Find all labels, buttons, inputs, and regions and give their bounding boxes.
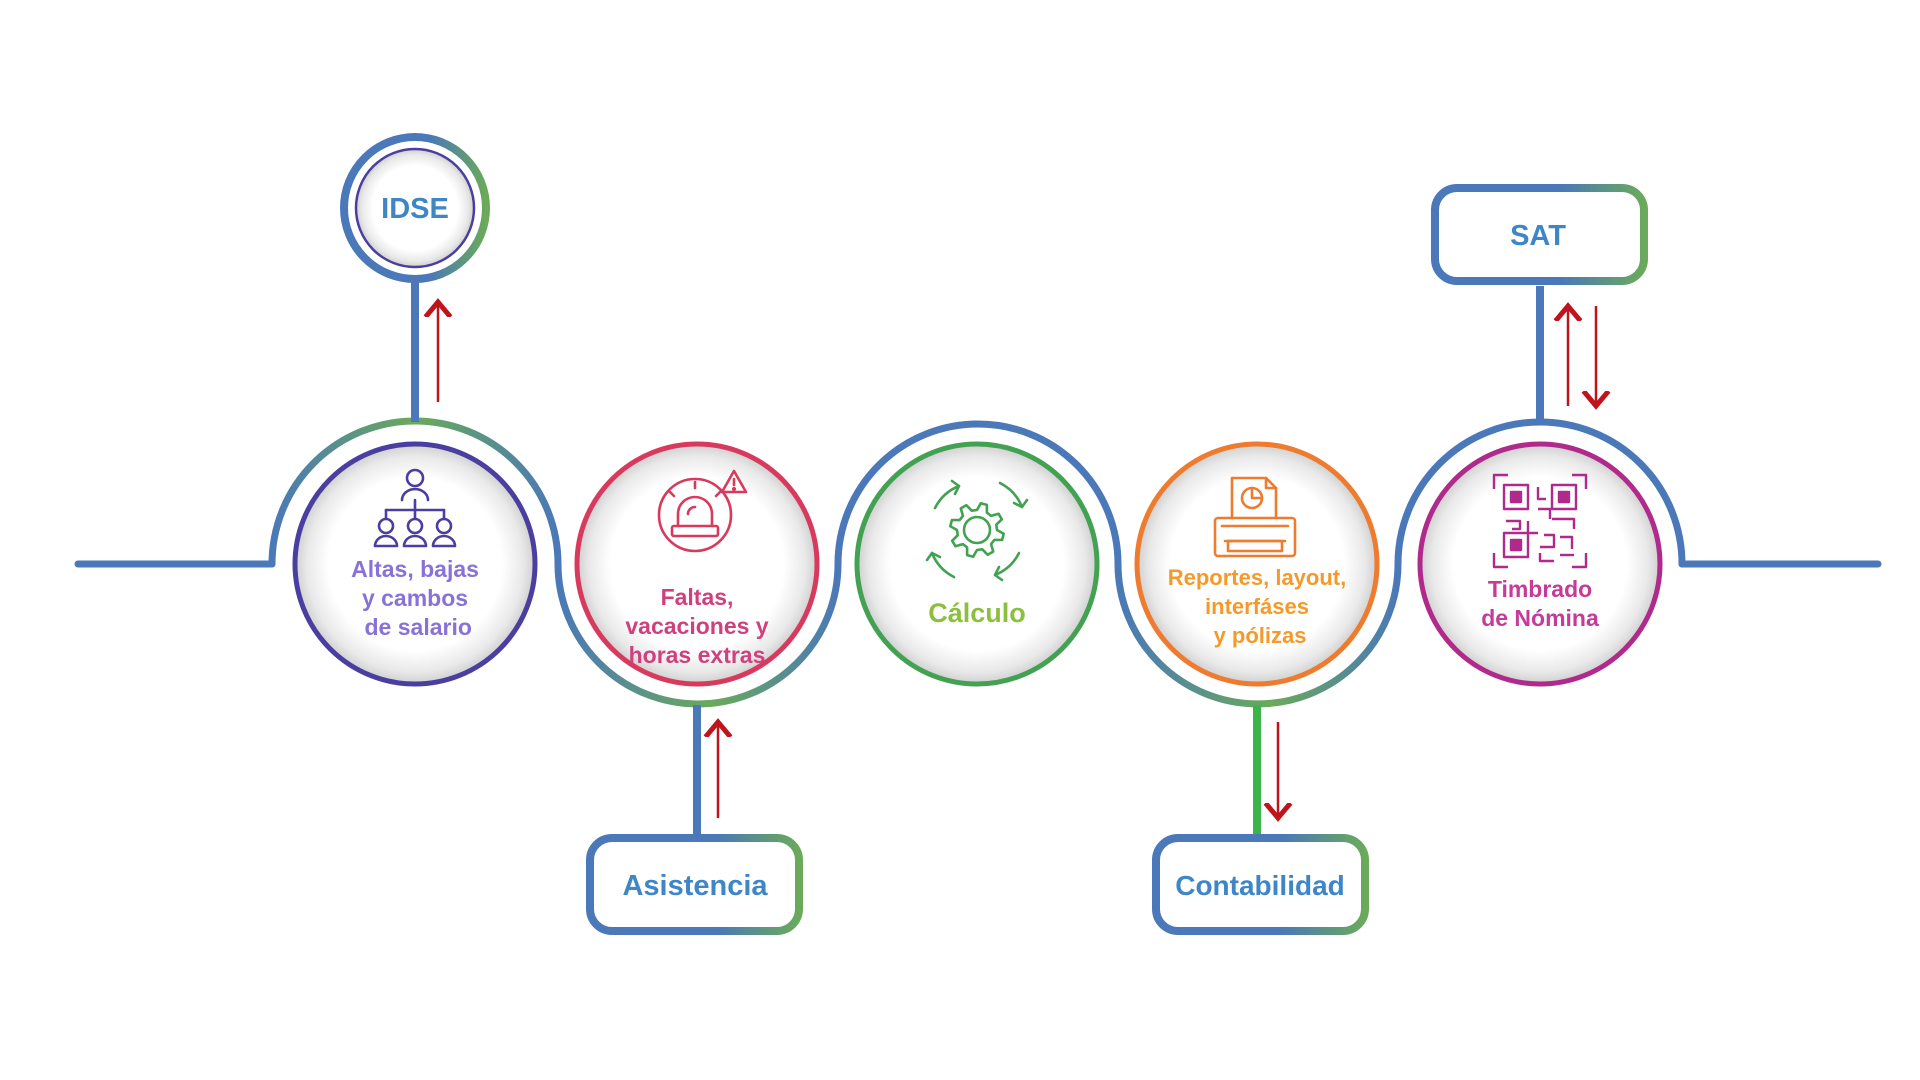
alarm-siren-icon bbox=[657, 469, 748, 553]
asistencia-box bbox=[586, 834, 803, 935]
node-reportes-label: Reportes, layout,interfáses y pólizas bbox=[1168, 565, 1346, 648]
node-calculo-label: Cálculo bbox=[928, 598, 1026, 628]
external-connectors bbox=[411, 278, 1544, 837]
node-faltas-ring bbox=[574, 441, 820, 687]
org-chart-icon bbox=[373, 468, 457, 548]
idse-node bbox=[340, 133, 490, 283]
sat-box bbox=[1431, 184, 1648, 285]
node-timbrado bbox=[1417, 441, 1663, 687]
node-faltas bbox=[574, 441, 820, 687]
data-arrows bbox=[438, 302, 1596, 818]
asistencia-label: Asistencia bbox=[622, 870, 768, 902]
gear-cycle-icon bbox=[925, 479, 1029, 582]
node-altas bbox=[292, 441, 538, 687]
node-altas-ring bbox=[292, 441, 538, 687]
main-flow-line bbox=[74, 417, 1882, 708]
node-calculo bbox=[854, 441, 1100, 687]
contabilidad-box bbox=[1152, 834, 1369, 935]
node-reportes bbox=[1134, 441, 1380, 687]
node-reportes-ring bbox=[1134, 441, 1380, 687]
flow-arc-faltas bbox=[554, 560, 842, 708]
flow-arc-timbrado bbox=[1394, 418, 1686, 568]
idse-label: IDSE bbox=[381, 193, 449, 225]
process-nodes bbox=[292, 441, 1663, 687]
node-calculo-ring bbox=[854, 441, 1100, 687]
flow-arc-reportes bbox=[1114, 560, 1402, 708]
flow-arc-calculo bbox=[834, 420, 1122, 568]
sat-label: SAT bbox=[1510, 220, 1566, 252]
qr-code-icon bbox=[1492, 473, 1588, 569]
printer-report-icon bbox=[1213, 476, 1297, 558]
contabilidad-label: Contabilidad bbox=[1175, 870, 1345, 901]
node-timbrado-ring bbox=[1417, 441, 1663, 687]
